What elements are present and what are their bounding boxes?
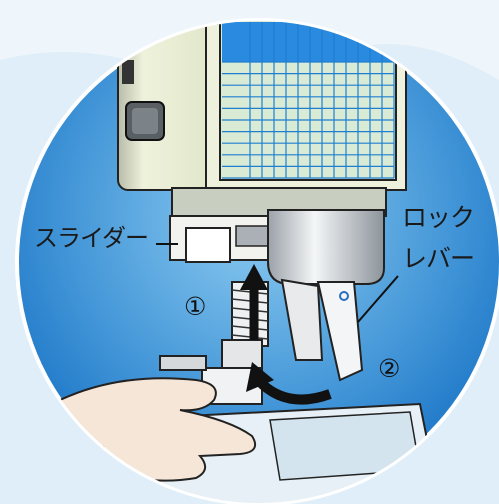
lock-lever-label-line2: レバー	[402, 246, 474, 271]
switch	[122, 60, 134, 84]
slider-label: スライダー	[34, 226, 148, 250]
knob-face	[132, 108, 158, 134]
slider-grip	[186, 228, 230, 262]
lock-lever-label-line1: ロック	[402, 205, 474, 230]
lever-housing	[268, 210, 384, 284]
step-two-marker: ②	[378, 356, 400, 381]
thumb-screw	[160, 356, 206, 370]
step-one-marker: ①	[184, 294, 206, 319]
